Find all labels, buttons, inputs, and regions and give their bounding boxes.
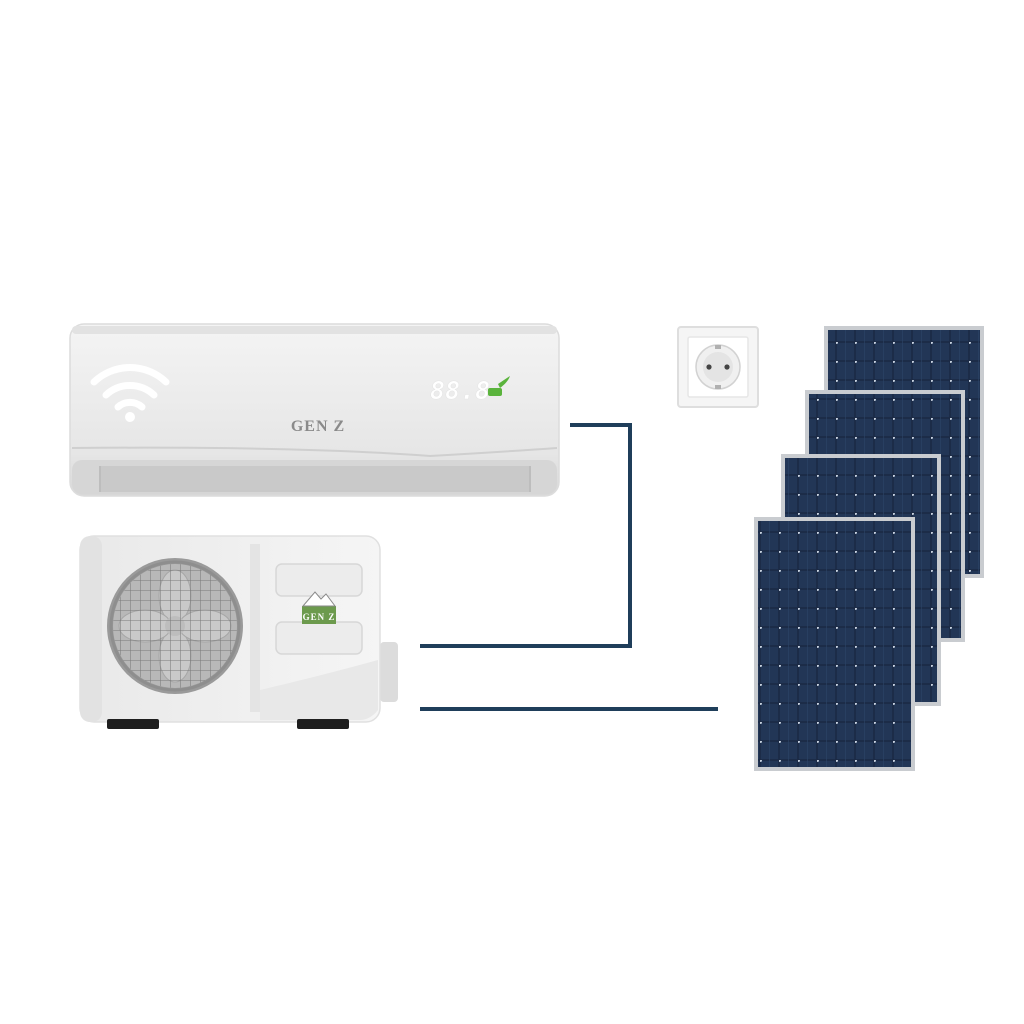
fan-icon xyxy=(107,558,243,694)
power-socket-icon xyxy=(677,326,759,408)
eco-leaf-icon xyxy=(488,376,510,396)
temperature-display: 88.8 xyxy=(430,376,490,405)
wiring xyxy=(420,423,718,711)
mountain-logo-icon: GEN Z xyxy=(301,591,336,624)
outdoor-unit: GEN Z xyxy=(79,535,398,729)
solar-array xyxy=(754,326,984,771)
wifi-icon xyxy=(90,364,170,422)
solar-panel-icon xyxy=(754,517,915,771)
indoor-brand-label: GEN Z xyxy=(291,418,345,435)
outdoor-logo-label: GEN Z xyxy=(303,612,336,622)
indoor-to-outdoor-wire xyxy=(420,423,632,648)
indoor-unit: GEN Z 88.8 xyxy=(69,323,560,497)
